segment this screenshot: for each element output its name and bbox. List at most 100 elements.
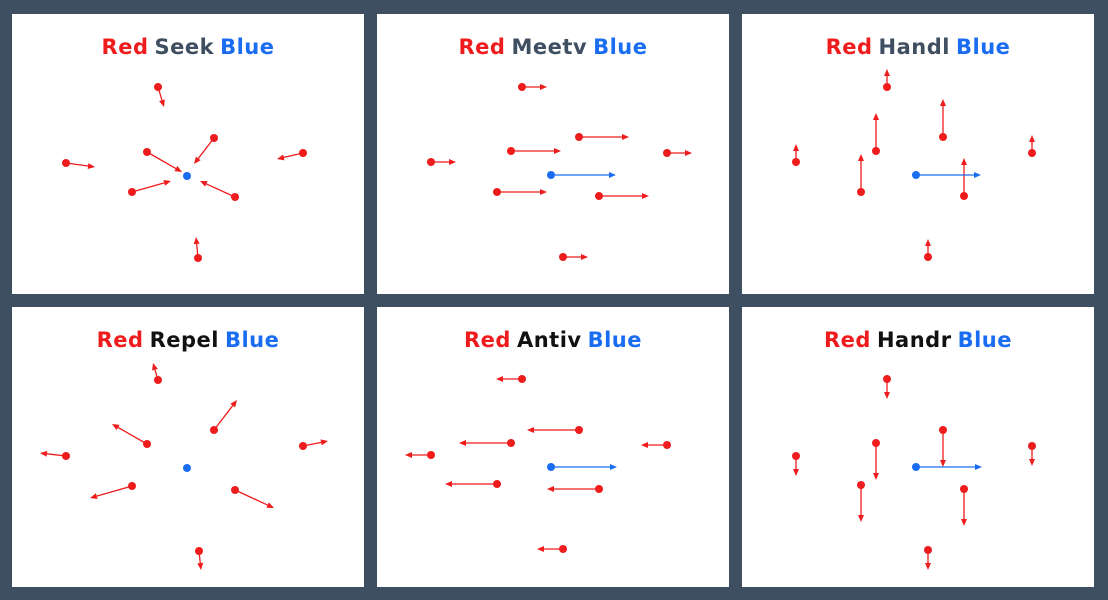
red-agent: [883, 83, 891, 91]
blue-agent-velocity-arrow: [551, 464, 617, 470]
red-agent: [960, 192, 968, 200]
red-agent-velocity-arrow: [234, 489, 274, 508]
red-agent: [143, 148, 151, 156]
red-agent-velocity-arrow: [961, 489, 967, 526]
red-agent: [210, 426, 218, 434]
red-agent-velocity-arrow: [873, 443, 879, 480]
red-agent: [857, 481, 865, 489]
title-red-word: Red: [824, 328, 871, 352]
red-agent: [663, 149, 671, 157]
red-agent-velocity-arrow: [131, 180, 171, 193]
red-agent: [559, 253, 567, 261]
red-agent-velocity-arrow: [90, 485, 133, 499]
red-agent: [195, 547, 203, 555]
red-agent: [507, 439, 515, 447]
red-agent: [231, 193, 239, 201]
title-blue-word: Blue: [224, 328, 280, 352]
red-agent: [128, 482, 136, 490]
red-agent-velocity-arrow: [459, 440, 511, 446]
red-agent: [231, 486, 239, 494]
title-behavior-word: Antiv: [516, 328, 582, 352]
red-agent: [939, 133, 947, 141]
red-agent-velocity-arrow: [961, 158, 967, 196]
red-agent-velocity-arrow: [146, 151, 182, 172]
red-agent: [960, 485, 968, 493]
red-agent-velocity-arrow: [527, 427, 579, 433]
red-agent-velocity-arrow: [511, 148, 561, 154]
title-behavior-word: Seek: [154, 35, 215, 59]
red-agent-velocity-arrow: [112, 424, 148, 445]
title-blue-word: Blue: [957, 328, 1012, 352]
blue-agent: [912, 171, 920, 179]
red-agent: [299, 442, 307, 450]
red-agent-velocity-arrow: [858, 485, 864, 522]
red-agent-velocity-arrow: [858, 154, 864, 192]
red-agent: [493, 188, 501, 196]
red-agent: [792, 452, 800, 460]
blue-agent: [547, 171, 555, 179]
red-agent: [143, 440, 151, 448]
red-agent-velocity-arrow: [940, 430, 946, 467]
red-agent: [575, 133, 583, 141]
red-agent-velocity-arrow: [200, 181, 236, 198]
red-agent: [575, 426, 583, 434]
red-agent: [62, 452, 70, 460]
red-agent: [493, 480, 501, 488]
blue-agent: [183, 172, 191, 180]
panel-diagram: [405, 375, 671, 553]
panel-diagram: [792, 375, 1036, 570]
red-agent-velocity-arrow: [940, 99, 946, 137]
panel-diagram: [427, 83, 692, 261]
red-agent: [128, 188, 136, 196]
panel-diagram: [40, 363, 328, 570]
red-agent: [518, 83, 526, 91]
red-agent: [559, 545, 567, 553]
red-agent: [595, 192, 603, 200]
red-agent: [924, 546, 932, 554]
red-agent-velocity-arrow: [445, 481, 497, 487]
blue-agent: [183, 464, 191, 472]
title-blue-word: Blue: [593, 35, 648, 59]
red-agent: [1028, 149, 1036, 157]
title-behavior-word: Handr: [876, 328, 952, 352]
red-agent: [872, 147, 880, 155]
blue-agent-velocity-arrow: [916, 464, 982, 470]
red-agent-velocity-arrow: [579, 134, 629, 140]
title-red-word: Red: [464, 328, 511, 352]
panel-diagram: [792, 69, 1036, 261]
red-agent: [595, 485, 603, 493]
title-blue-word: Blue: [587, 328, 642, 352]
red-agent-velocity-arrow: [194, 137, 215, 164]
title-behavior-word: Handl: [878, 35, 950, 59]
red-agent: [210, 134, 218, 142]
red-agent: [872, 439, 880, 447]
red-agent: [939, 426, 947, 434]
red-agent-velocity-arrow: [547, 486, 599, 492]
title-behavior-word: Meetv: [511, 35, 588, 59]
blue-agent: [547, 463, 555, 471]
red-agent-velocity-arrow: [277, 152, 304, 161]
blue-agent-velocity-arrow: [916, 172, 981, 178]
title-red-word: Red: [825, 35, 873, 59]
blue-agent: [912, 463, 920, 471]
title-blue-word: Blue: [220, 35, 275, 59]
red-agent: [154, 83, 162, 91]
red-agent: [518, 375, 526, 383]
blue-agent-velocity-arrow: [551, 172, 616, 178]
red-agent: [299, 149, 307, 157]
red-agent: [62, 159, 70, 167]
red-agent-velocity-arrow: [213, 400, 237, 431]
title-red-word: Red: [96, 328, 144, 352]
red-agent: [663, 441, 671, 449]
red-agent-velocity-arrow: [599, 193, 649, 199]
red-agent: [507, 147, 515, 155]
